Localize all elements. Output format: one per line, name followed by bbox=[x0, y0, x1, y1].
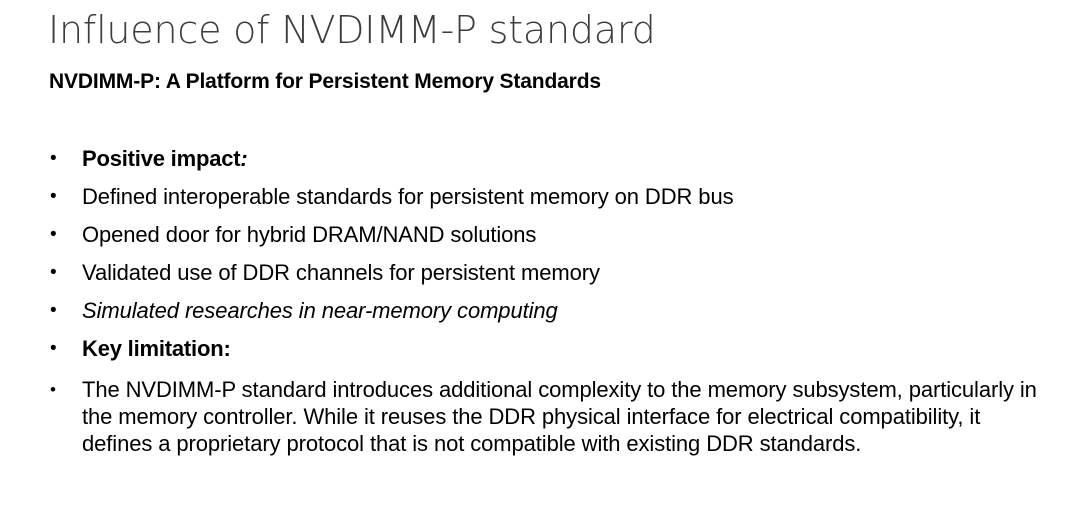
bullet-point-icon: • bbox=[50, 186, 57, 207]
bullet-item: • Simulated researches in near-memory com… bbox=[44, 292, 1054, 330]
bullet-point-icon: • bbox=[50, 380, 56, 399]
bullet-item-label: The NVDIMM-P standard introduces additio… bbox=[82, 377, 1037, 456]
bullet-item: • Key limitation: bbox=[44, 330, 1054, 368]
bullet-item: • Defined interoperable standards for per… bbox=[44, 178, 1054, 216]
bullet-item-label: Simulated researches in near-memory comp… bbox=[82, 298, 558, 323]
bullet-point-icon: • bbox=[50, 338, 57, 359]
bullet-list: • Positive impact: • Defined interoperable … bbox=[44, 140, 1054, 457]
slide-subtitle: NVDIMM-P: A Platform for Persistent Memo… bbox=[49, 70, 601, 93]
bullet-item: • The NVDIMM-P standard introduces additi… bbox=[44, 368, 1054, 457]
bullet-point-icon: • bbox=[50, 148, 57, 169]
bullet-item-label: Positive impact: bbox=[82, 146, 248, 171]
bullet-point-icon: • bbox=[50, 300, 57, 321]
bullet-item: • Validated use of DDR channels for persi… bbox=[44, 254, 1054, 292]
bullet-item-label: Defined interoperable standards for pers… bbox=[82, 184, 734, 209]
bullet-item-label: Validated use of DDR channels for persis… bbox=[82, 260, 600, 285]
page-title: Influence of NVDIMM-P standard bbox=[48, 8, 656, 52]
bullet-item-label: Opened door for hybrid DRAM/NAND solutio… bbox=[82, 222, 537, 247]
bullet-point-icon: • bbox=[50, 262, 57, 283]
bullet-item-trailing: : bbox=[240, 146, 248, 171]
bullet-item: • Positive impact: bbox=[44, 140, 1054, 178]
bullet-point-icon: • bbox=[50, 224, 57, 245]
bullet-item: • Opened door for hybrid DRAM/NAND soluti… bbox=[44, 216, 1054, 254]
bullet-item-label: Key limitation: bbox=[82, 336, 231, 361]
